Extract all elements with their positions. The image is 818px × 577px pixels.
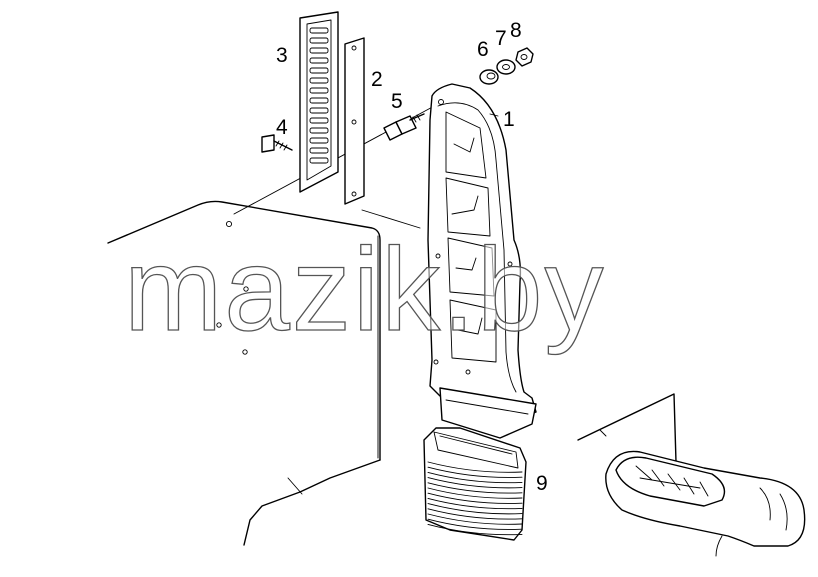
grille-slat [309, 87, 329, 94]
grille-slat [309, 77, 329, 84]
bolt-icon [261, 134, 293, 153]
grille-slat [309, 157, 329, 164]
bellows-ring [427, 503, 523, 515]
grille-slat [309, 107, 329, 114]
grille-slat [309, 67, 329, 74]
bellows-ring [427, 523, 523, 536]
watermark: mazik.by [124, 224, 606, 356]
bellows-hose-icon [423, 427, 527, 541]
grille-slat [309, 127, 329, 134]
grille-slat [309, 47, 329, 54]
grille-slat [309, 147, 329, 154]
bellows-ring [427, 487, 523, 499]
gasket-plate-icon [344, 37, 365, 205]
grille-icon [299, 11, 339, 193]
callout-7: 7 [495, 27, 507, 50]
bellows-ring [427, 492, 523, 504]
callout-6: 6 [477, 38, 489, 61]
air-intake-duct-icon [427, 83, 537, 419]
bellows-ring [427, 497, 523, 510]
callout-9: 9 [536, 472, 548, 495]
grille-slat [309, 117, 329, 124]
grille-slat [309, 57, 329, 64]
bellows-ring [427, 466, 523, 478]
callout-2: 2 [371, 68, 383, 91]
body-panel-outline [577, 393, 677, 463]
callout-4: 4 [276, 116, 288, 139]
leader-lines [489, 113, 499, 117]
bellows-ring [427, 482, 523, 494]
duct-flange-icon [439, 387, 537, 439]
bellows-ring [427, 508, 523, 520]
stud-icon [383, 113, 425, 141]
callout-5: 5 [391, 90, 403, 113]
grille-slat [309, 37, 329, 44]
callout-1: 1 [503, 108, 515, 131]
callout-3: 3 [276, 44, 288, 67]
grille-slat [309, 27, 329, 34]
nut-icon [515, 47, 534, 67]
grille-slat [309, 97, 329, 104]
bellows-ring [427, 471, 523, 484]
grille-slat [309, 137, 329, 144]
callout-8: 8 [510, 19, 522, 42]
washer-icon [496, 59, 516, 75]
rain-cap-icon [605, 450, 806, 557]
bellows-ring [427, 477, 523, 489]
spacer-icon [479, 69, 499, 85]
bellows-ring [427, 518, 523, 530]
bellows-ring [427, 461, 523, 473]
bellows-ring [427, 513, 523, 525]
